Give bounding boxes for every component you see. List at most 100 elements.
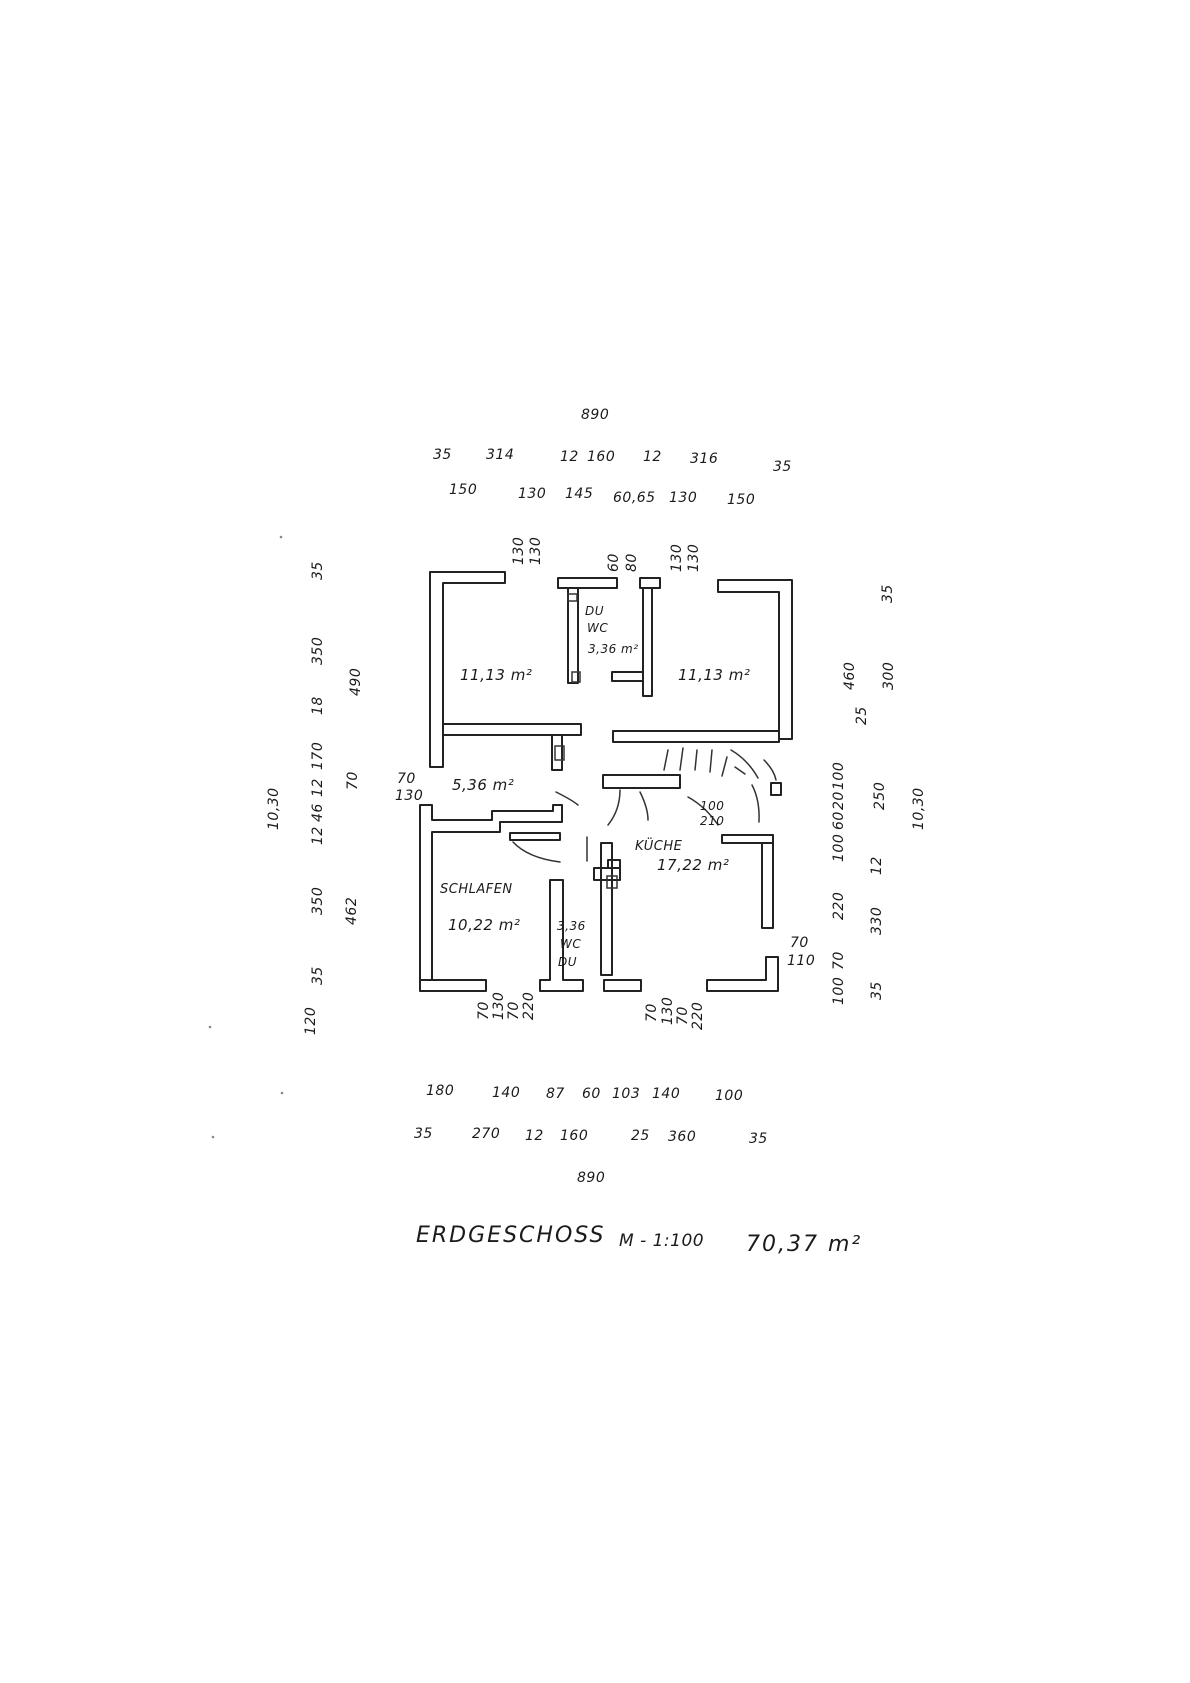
dim-left-outer: 350 <box>310 887 326 915</box>
dim-left-outer: 12 <box>310 826 326 845</box>
dim-top-r1: 12 <box>643 449 662 465</box>
dim-top-r2: 145 <box>565 486 593 502</box>
bath-top-label: WC <box>587 621 608 635</box>
dim-window-bottom-mid: 70 <box>675 1006 691 1025</box>
walls <box>419 571 793 992</box>
dim-top-r1: 314 <box>486 447 514 463</box>
room-name-kitchen: KÜCHE <box>635 837 683 854</box>
dim-bottom-r1: 103 <box>612 1086 640 1102</box>
dim-left-outer: 35 <box>310 966 326 985</box>
dim-kitchen-window: 210 <box>700 814 724 828</box>
dim-bottom-r1: 180 <box>426 1083 454 1099</box>
dim-bottom-r2: 360 <box>668 1129 696 1145</box>
dim-left-outer: 350 <box>310 637 326 665</box>
dim-right-outer: 35 <box>869 981 885 1000</box>
dim-right-inner: 220 <box>831 892 847 920</box>
scan-specks <box>208 535 284 1139</box>
dim-window-right: 70 <box>790 935 809 951</box>
top-dimensions: 890 35 314 12 160 12 316 35 150 130 145 … <box>433 407 792 572</box>
dim-top-r1: 12 <box>560 449 579 465</box>
left-dimensions: 35 350 18 170 12 46 12 350 35 120 10,30 … <box>266 561 423 1035</box>
dim-window-left: 70 <box>397 771 416 787</box>
title-total-area: 70,37 m² <box>746 1232 862 1257</box>
dim-top-r2: 150 <box>727 492 755 508</box>
room-area-kitchen: 17,22 m² <box>657 856 729 874</box>
dim-bottom-r1: 140 <box>652 1086 680 1102</box>
title-scale: M - 1:100 <box>619 1231 704 1251</box>
room-labels: 11,13 m² DU WC 3,36 m² 11,13 m² 5,36 m² … <box>440 604 750 969</box>
room-area-hall: 5,36 m² <box>452 776 514 794</box>
right-dimensions: 35 300 250 12 330 35 10,30 460 25 100 20… <box>700 584 927 1005</box>
dim-left-inner: 70 <box>345 771 361 790</box>
dim-bottom-total: 890 <box>577 1170 605 1186</box>
dim-left-outer: 170 <box>310 742 326 770</box>
dim-window-bottom-mid: 220 <box>690 1002 706 1030</box>
dim-right-inner: 70 <box>831 951 847 970</box>
dim-window-right: 110 <box>787 953 815 969</box>
bath-top-area: 3,36 m² <box>588 642 639 656</box>
dim-window-left: 130 <box>395 788 423 804</box>
dim-right-total: 10,30 <box>911 787 927 830</box>
room-area-bedroom: 10,22 m² <box>448 916 520 934</box>
dim-right-inner: 25 <box>854 706 870 725</box>
bath-bottom-label: WC <box>560 937 581 951</box>
dim-window-top: 60 <box>606 553 622 572</box>
dim-bottom-r1: 87 <box>546 1086 565 1102</box>
dim-right-outer: 12 <box>869 856 885 875</box>
dim-bottom-r1: 140 <box>492 1085 520 1101</box>
dim-right-inner: 460 <box>842 662 858 690</box>
dim-bottom-r2: 12 <box>525 1128 544 1144</box>
dim-top-r1: 35 <box>433 447 452 463</box>
door-swings <box>512 593 777 889</box>
dim-top-r2: 130 <box>518 486 546 502</box>
dim-window-bottom-left: 70 <box>506 1001 522 1020</box>
dim-window-bottom-mid: 130 <box>660 997 676 1025</box>
room-area-top-right: 11,13 m² <box>678 666 750 684</box>
dim-left-outer: 35 <box>310 561 326 580</box>
dim-top-r1: 160 <box>587 449 615 465</box>
bottom-dimensions: 70 130 70 220 70 130 70 220 180 140 87 6… <box>414 992 768 1186</box>
dim-window-top: 80 <box>624 553 640 572</box>
dim-kitchen-window: 100 <box>700 799 724 813</box>
dim-window-top: 130 <box>528 537 544 565</box>
dim-left-outer: 46 <box>310 803 326 822</box>
dim-bottom-r2: 160 <box>560 1128 588 1144</box>
room-area-top-left: 11,13 m² <box>460 666 532 684</box>
dim-right-inner: 100 <box>831 762 847 790</box>
dim-right-outer: 35 <box>880 584 896 603</box>
dim-left-outer: 12 <box>310 778 326 797</box>
dim-window-top: 130 <box>686 544 702 572</box>
dim-window-bottom-left: 130 <box>491 992 507 1020</box>
dim-left-total: 10,30 <box>266 787 282 830</box>
title-floor: ERDGESCHOSS <box>416 1223 605 1248</box>
dim-right-inner: 100 <box>831 834 847 862</box>
dim-bottom-r2: 270 <box>472 1126 500 1142</box>
dim-top-total: 890 <box>581 407 609 423</box>
dim-right-outer: 330 <box>869 907 885 935</box>
dim-bottom-r1: 60 <box>582 1086 601 1102</box>
dim-bottom-r1: 100 <box>715 1088 743 1104</box>
dim-bottom-r2: 35 <box>414 1126 433 1142</box>
dim-left-outer: 120 <box>303 1007 319 1035</box>
dim-top-r1: 35 <box>773 459 792 475</box>
dim-top-r1: 316 <box>690 451 718 467</box>
dim-left-outer: 18 <box>310 696 326 715</box>
dim-right-outer: 300 <box>881 662 897 690</box>
dim-right-inner: 60 <box>831 811 847 830</box>
dim-bottom-r2: 25 <box>631 1128 650 1144</box>
bath-bottom-area: 3,36 <box>557 919 586 933</box>
bath-bottom-label: DU <box>558 955 577 969</box>
dim-top-r2: 130 <box>669 490 697 506</box>
dim-bottom-r2: 35 <box>749 1131 768 1147</box>
dim-left-inner: 490 <box>348 668 364 696</box>
dim-window-bottom-left: 220 <box>521 992 537 1020</box>
dim-top-r2: 60,65 <box>613 490 656 506</box>
dim-top-r2: 150 <box>449 482 477 498</box>
dim-right-inner: 100 <box>831 977 847 1005</box>
dim-window-top: 130 <box>511 537 527 565</box>
dim-window-bottom-left: 70 <box>476 1001 492 1020</box>
dim-left-inner: 462 <box>344 897 360 925</box>
plan-title: ERDGESCHOSS M - 1:100 70,37 m² <box>416 1223 862 1257</box>
dim-right-inner: 20 <box>831 791 847 810</box>
